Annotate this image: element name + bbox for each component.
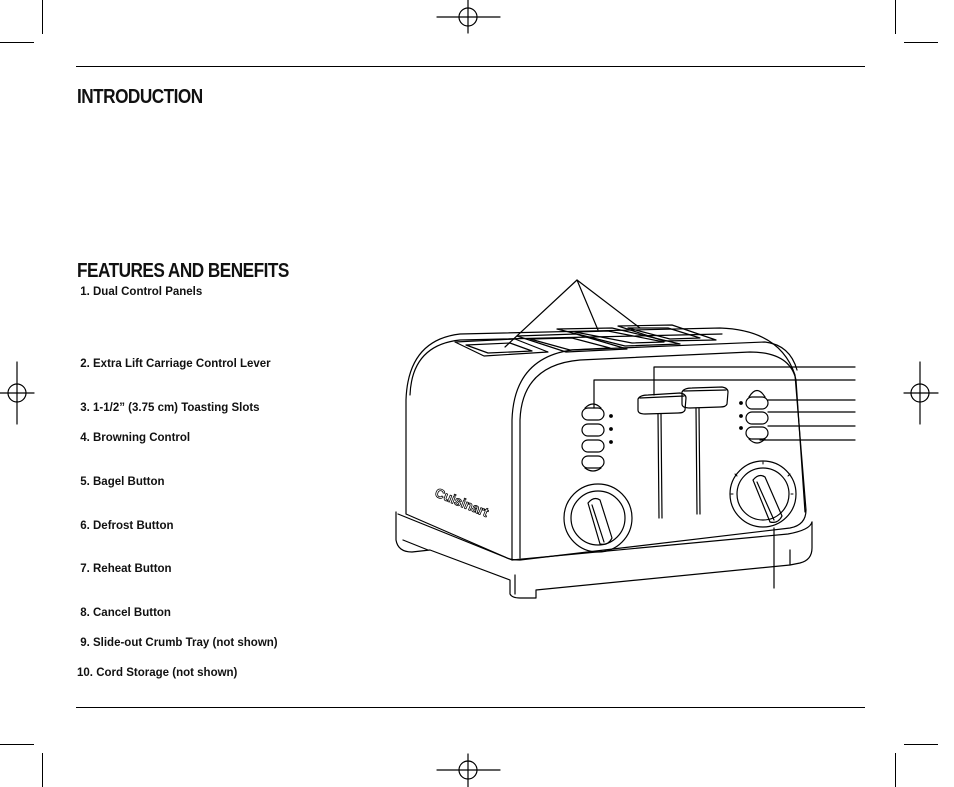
browning-dial-left [563, 483, 633, 553]
feature-item: 6. Defrost Button [77, 520, 174, 532]
callout-lines [593, 366, 856, 589]
callout-lines [504, 279, 641, 348]
feature-item: 4. Browning Control [77, 432, 191, 444]
registration-mark [903, 361, 939, 425]
feature-item: 7. Reheat Button [77, 563, 172, 575]
intro-heading: INTRODUCTION [77, 86, 203, 108]
brand-logo: Cuisinart [433, 485, 491, 520]
crop-mark [0, 42, 34, 43]
feature-item: 2. Extra Lift Carriage Control Lever [77, 358, 271, 370]
crop-mark [42, 753, 43, 787]
crop-mark [904, 42, 938, 43]
toaster-base-edge [402, 539, 791, 595]
feature-item: 8. Cancel Button [77, 607, 171, 619]
toaster-front-edge [511, 341, 798, 561]
toaster-base [395, 511, 813, 599]
feature-item: 3. 1-1/2” (3.75 cm) Toasting Slots [77, 402, 260, 414]
carriage-lever [681, 386, 729, 515]
toaster-top-edge [409, 333, 723, 396]
toaster-base-lip [397, 513, 813, 561]
carriage-lever [637, 392, 687, 519]
crop-mark [895, 753, 896, 787]
feature-item: 1. Dual Control Panels [77, 286, 203, 298]
crop-mark [42, 0, 43, 34]
toasting-slots [454, 324, 717, 357]
button-stack-right [739, 389, 769, 444]
button-stack-left [581, 403, 613, 472]
crop-mark [895, 0, 896, 34]
toaster-front-panel [519, 351, 806, 559]
feature-item: 5. Bagel Button [77, 476, 165, 488]
feature-item: 10. Cord Storage (not shown) [77, 667, 238, 679]
toaster-body [405, 327, 807, 561]
browning-dial-right [729, 460, 797, 528]
crop-mark [0, 744, 34, 745]
crop-mark [904, 744, 938, 745]
top-rule [76, 66, 865, 67]
registration-mark [436, 0, 501, 34]
registration-mark [0, 361, 35, 425]
feature-item: 9. Slide-out Crumb Tray (not shown) [77, 637, 278, 649]
bottom-rule [76, 707, 865, 708]
features-heading: FEATURES AND BENEFITS [77, 260, 289, 282]
registration-mark [436, 753, 501, 787]
